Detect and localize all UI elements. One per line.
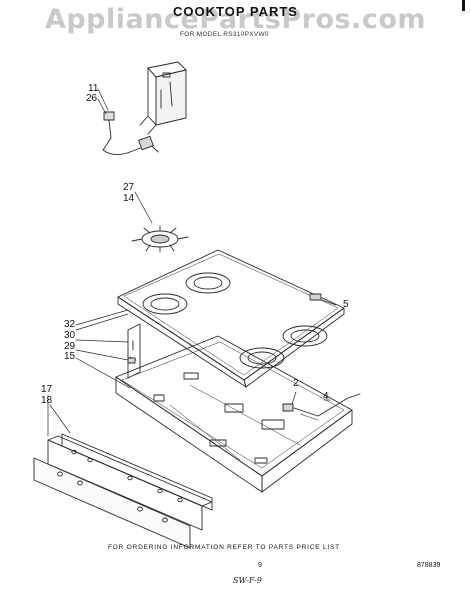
callout-15: 15 bbox=[64, 351, 76, 362]
cooktop-clip bbox=[309, 293, 322, 301]
diagram-code: 878839 bbox=[417, 562, 441, 569]
callout-29: 29 bbox=[64, 341, 76, 352]
cooktop-panel bbox=[117, 249, 345, 388]
page-title: COOKTOP PARTS bbox=[173, 4, 298, 19]
callout-4: 4 bbox=[323, 391, 329, 402]
callout-17: 17 bbox=[41, 384, 53, 395]
callout-18: 18 bbox=[41, 395, 53, 406]
gas-tube bbox=[282, 393, 361, 421]
corner-mark bbox=[462, 0, 465, 11]
page-number: 9 bbox=[258, 562, 262, 569]
callout-5: 5 bbox=[343, 299, 349, 310]
callout-26: 26 bbox=[86, 93, 98, 104]
gas-valve-assembly bbox=[102, 111, 159, 155]
callout-2: 2 bbox=[293, 378, 299, 389]
burner-box-pan bbox=[115, 335, 353, 493]
watermark: AppliancePartsPros.com bbox=[44, 4, 427, 35]
ordering-note: FOR ORDERING INFORMATION REFER TO PARTS … bbox=[108, 544, 340, 551]
handwritten-note: SW-F-9 bbox=[233, 576, 262, 585]
leader-lines-top bbox=[97, 88, 337, 306]
front-trim-panels bbox=[33, 433, 213, 549]
model-subtitle: FOR MODEL RS310PXVW0 bbox=[180, 31, 269, 38]
callout-11: 11 bbox=[88, 83, 99, 94]
callout-30: 30 bbox=[64, 330, 76, 341]
leader-lines-mid bbox=[47, 309, 331, 437]
side-bracket bbox=[127, 323, 141, 379]
callout-14: 14 bbox=[123, 193, 135, 204]
burner-grate bbox=[131, 225, 189, 253]
callout-27: 27 bbox=[123, 182, 135, 193]
callout-32: 32 bbox=[64, 319, 76, 330]
burner-bracket bbox=[139, 61, 187, 135]
